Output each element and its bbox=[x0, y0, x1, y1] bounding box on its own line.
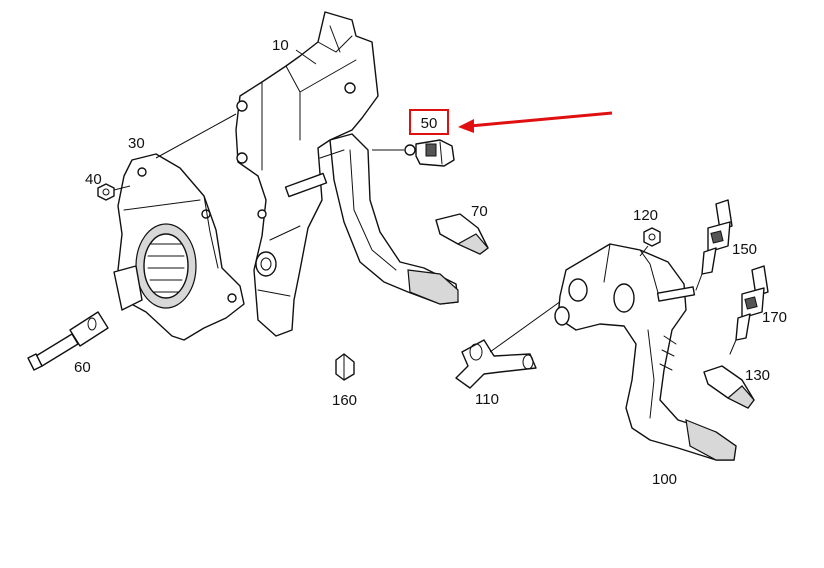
part-30-housing[interactable] bbox=[113, 153, 245, 341]
leader-40 bbox=[113, 185, 131, 191]
part-50-switch[interactable] bbox=[404, 139, 455, 167]
leader-10 bbox=[295, 49, 317, 65]
part-150-sensor[interactable] bbox=[695, 199, 733, 291]
part-120-nut[interactable] bbox=[643, 227, 661, 247]
part-110-bracket[interactable] bbox=[455, 339, 537, 389]
leader-30 bbox=[155, 113, 237, 159]
label-100: 100 bbox=[652, 471, 678, 488]
label-60: 60 bbox=[74, 359, 91, 376]
part-10-pedal-bracket[interactable] bbox=[235, 11, 459, 337]
label-50: 50 bbox=[420, 115, 438, 132]
label-10: 10 bbox=[272, 37, 289, 54]
label-160: 160 bbox=[332, 392, 358, 409]
label-110: 110 bbox=[475, 391, 499, 408]
part-60-push-rod[interactable] bbox=[27, 311, 109, 371]
label-130: 130 bbox=[745, 367, 771, 384]
highlight-box-50[interactable]: 50 bbox=[409, 109, 449, 135]
highlight-arrow bbox=[458, 111, 613, 133]
part-70-pedal-pad[interactable] bbox=[435, 213, 489, 255]
label-30: 30 bbox=[128, 135, 145, 152]
part-160-clip[interactable] bbox=[335, 353, 355, 381]
part-40-nut[interactable] bbox=[97, 183, 115, 201]
label-120: 120 bbox=[633, 207, 659, 224]
label-150: 150 bbox=[732, 241, 758, 258]
part-130-pedal-pad[interactable] bbox=[703, 365, 755, 409]
label-170: 170 bbox=[762, 309, 788, 326]
part-170-sensor[interactable] bbox=[729, 265, 769, 355]
leader-120 bbox=[639, 245, 649, 257]
label-40: 40 bbox=[85, 171, 102, 188]
label-70: 70 bbox=[471, 203, 488, 220]
part-100-brake-pedal[interactable] bbox=[554, 243, 737, 461]
leader-110 bbox=[489, 295, 569, 353]
